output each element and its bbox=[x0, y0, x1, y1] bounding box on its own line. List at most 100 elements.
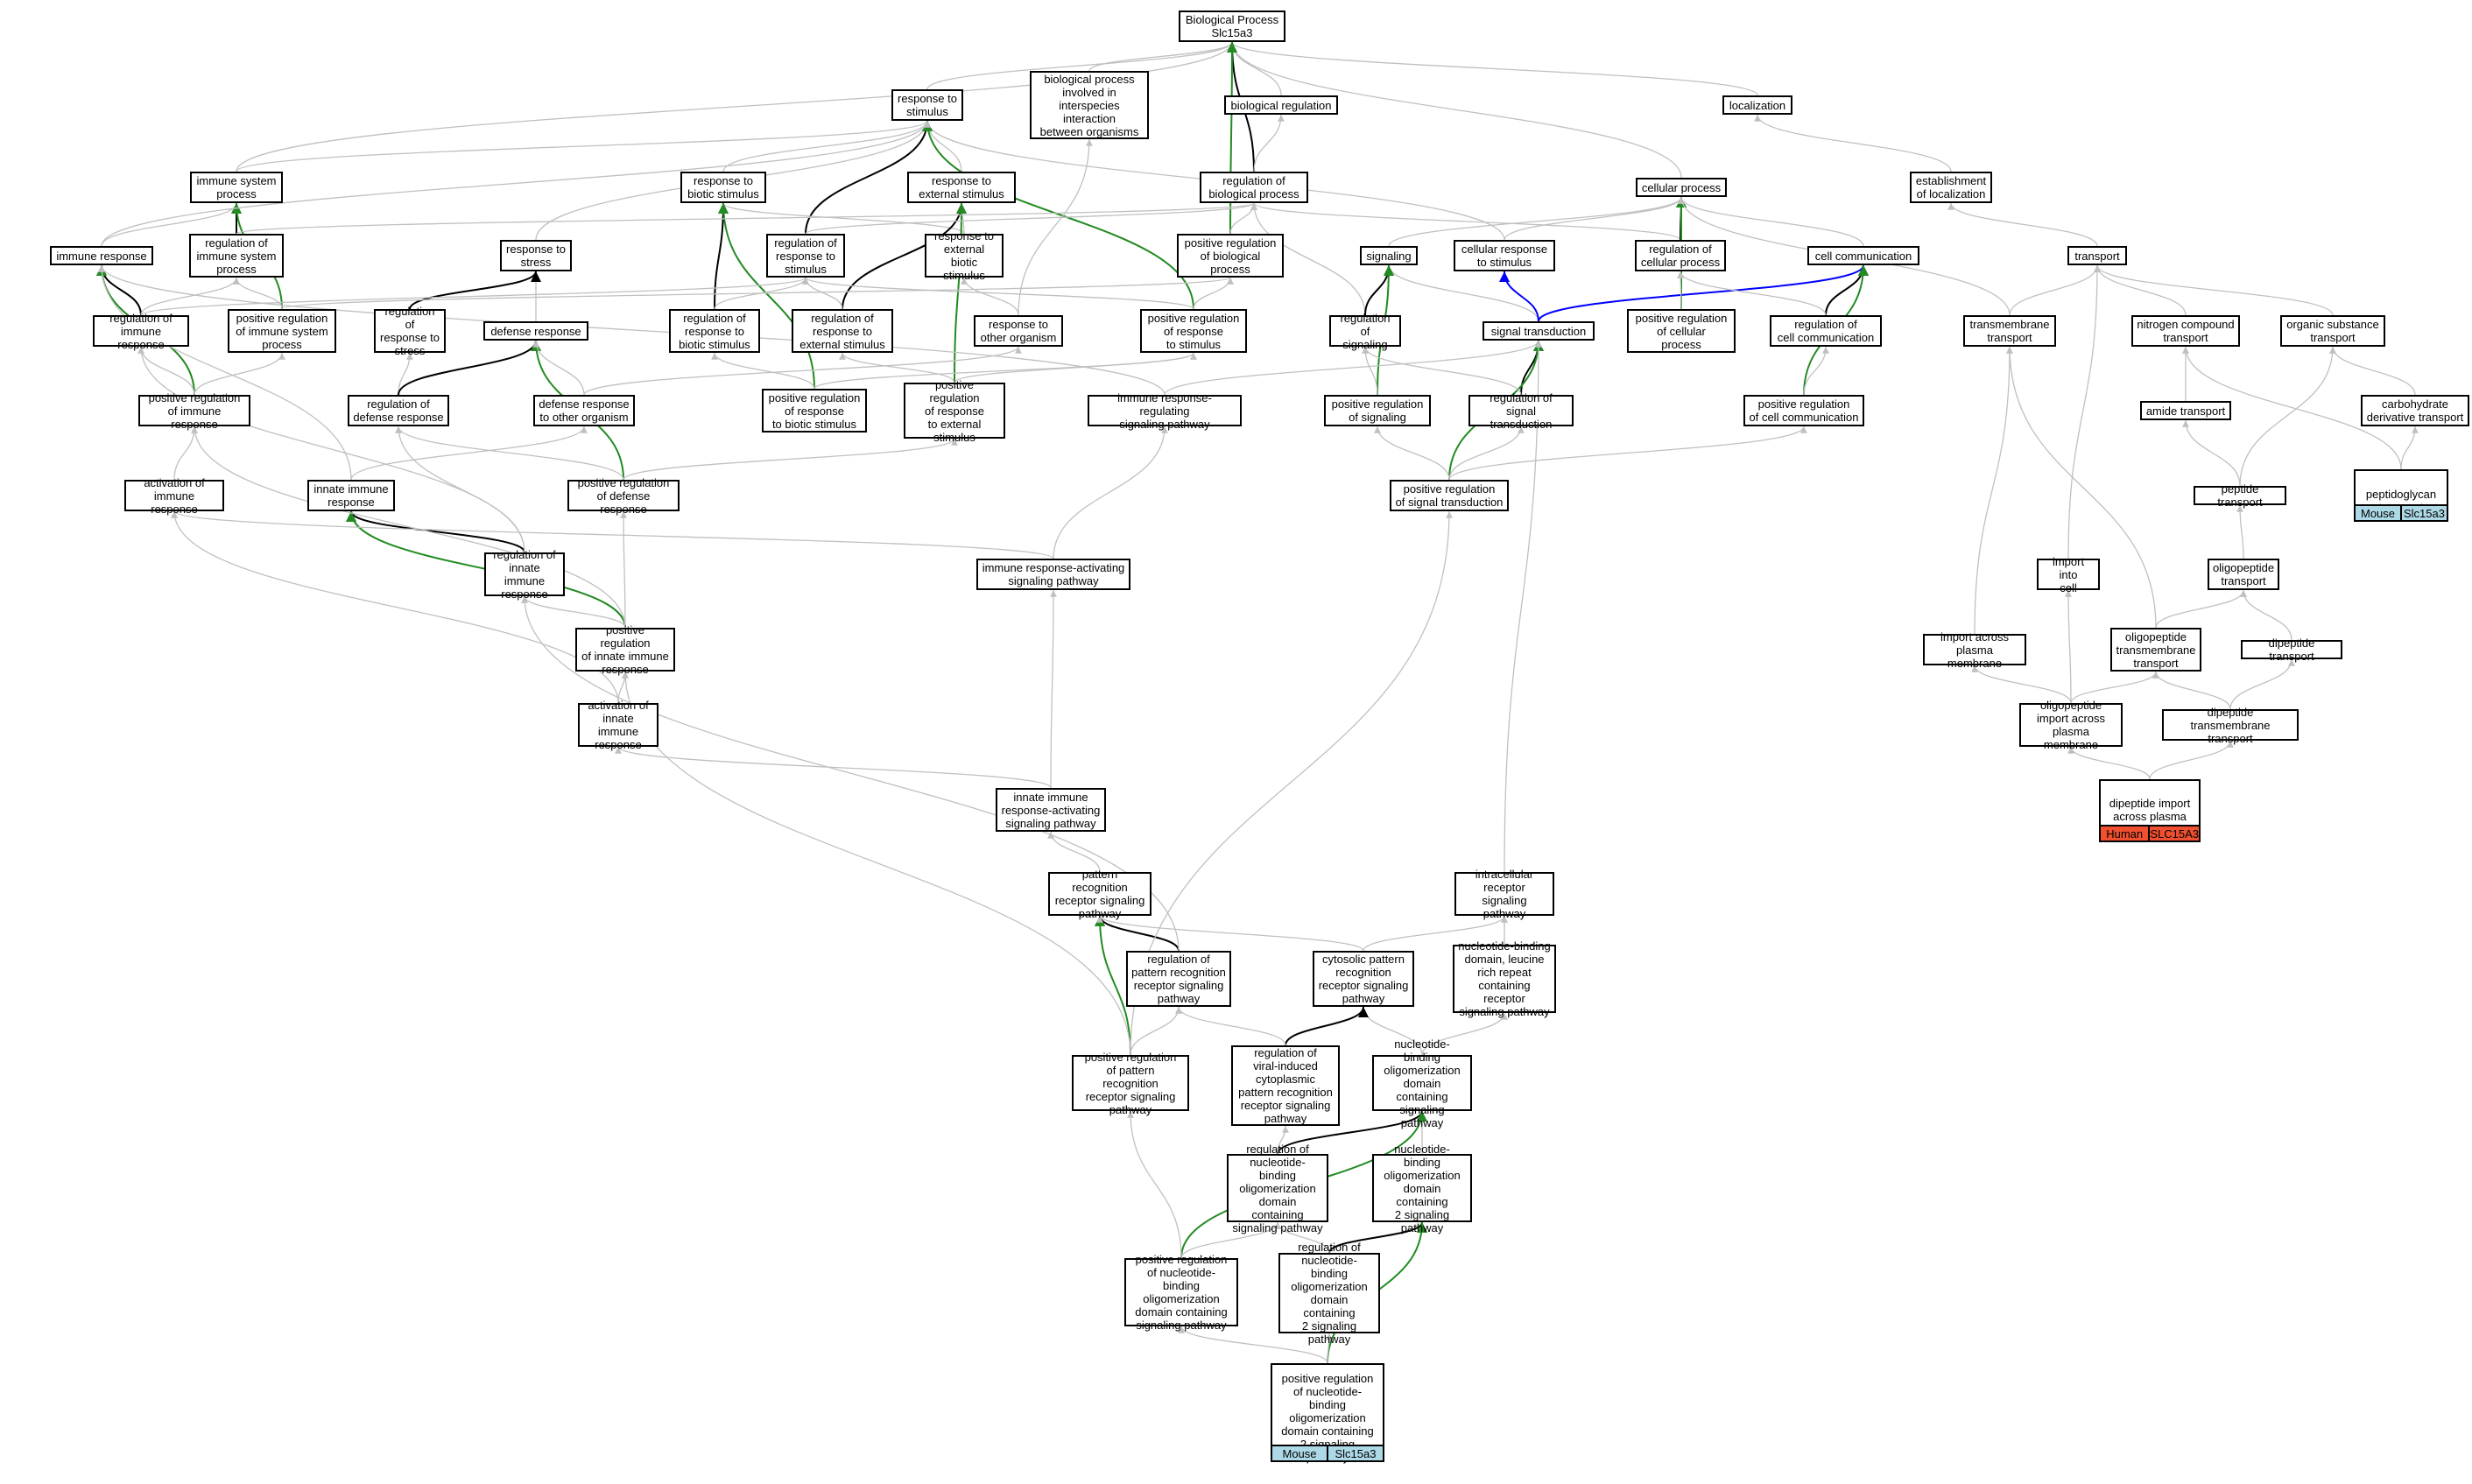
node-immune-response-regulating-signaling-pathway[interactable]: immune response-regulating signaling pat… bbox=[1088, 391, 1242, 431]
edge-is-a bbox=[1175, 1006, 1286, 1046]
node-positive-regulation-of-pattern-recognition-receptor-signaling-pathway[interactable]: positive regulation of pattern recogniti… bbox=[1072, 1051, 1189, 1116]
node-cellular-response-to-stimulus[interactable]: cellular response to stimulus bbox=[1454, 240, 1555, 271]
node-regulation-of-pattern-recognition-receptor-signaling-pathway[interactable]: regulation of pattern recognition recept… bbox=[1126, 951, 1231, 1007]
gene-tag: Slc15a3 bbox=[1327, 1446, 1383, 1460]
node-dipeptide-import-across-plasma-membrane[interactable]: dipeptide import across plasma membrane … bbox=[2099, 779, 2201, 842]
edge-is-a bbox=[1971, 665, 2072, 704]
node-positive-regulation-of-immune-system-process[interactable]: positive regulation of immune system pro… bbox=[228, 309, 336, 353]
node-positive-regulation-of-response-to-stimulus[interactable]: positive regulation of response to stimu… bbox=[1140, 309, 1247, 353]
node-carbohydrate-derivative-transport[interactable]: carbohydrate derivative transport bbox=[2361, 395, 2469, 426]
edge-is-a bbox=[1974, 346, 2013, 635]
species-gene-bar: Human SLC15A3 bbox=[2099, 825, 2201, 842]
edge-is-a bbox=[398, 352, 413, 396]
node-regulation-of-viral-induced-cytoplasmic-pattern-recognition-signaling-pathway[interactable]: regulation of viral-induced cytoplasmic … bbox=[1231, 1045, 1340, 1126]
node-signal-transduction[interactable]: signal transduction bbox=[1482, 321, 1595, 341]
node-nucleotide-binding-domain-leucine-rich-repeat-signaling-pathway[interactable]: nucleotide-binding domain, leucine rich … bbox=[1453, 939, 1556, 1018]
node-positive-regulation-of-signal-transduction[interactable]: positive regulation of signal transducti… bbox=[1390, 480, 1509, 511]
node-positive-regulation-of-cell-communication[interactable]: positive regulation of cell communicatio… bbox=[1743, 395, 1864, 426]
node-pattern-recognition-receptor-signaling-pathway[interactable]: pattern recognition receptor signaling p… bbox=[1048, 868, 1151, 920]
node-regulation-of-signaling[interactable]: regulation of signaling bbox=[1329, 312, 1401, 351]
edge-regulates bbox=[1364, 264, 1394, 316]
node-biological-process[interactable]: Biological Process Slc15a3 bbox=[1179, 11, 1285, 42]
node-activation-of-innate-immune-response[interactable]: activation of innate immune response bbox=[578, 699, 658, 751]
node-activation-of-immune-response[interactable]: activation of immune response bbox=[124, 476, 224, 516]
node-oligopeptide-transport[interactable]: oligopeptide transport bbox=[2208, 559, 2279, 590]
node-regulation-of-cell-communication[interactable]: regulation of cell communication bbox=[1770, 315, 1882, 347]
node-biological-process-interspecies[interactable]: biological process involved in interspec… bbox=[1030, 71, 1149, 139]
node-dipeptide-transport[interactable]: dipeptide transport bbox=[2241, 637, 2342, 663]
edge-is-a bbox=[1088, 41, 1236, 72]
node-immune-response-activating-signaling-pathway[interactable]: immune response-activating signaling pat… bbox=[976, 559, 1130, 590]
node-regulation-of-immune-system-process[interactable]: regulation of immune system process bbox=[189, 234, 284, 278]
edge-is-a bbox=[521, 595, 626, 629]
node-response-to-stimulus[interactable]: response to stimulus bbox=[891, 89, 963, 121]
node-cellular-process[interactable]: cellular process bbox=[1636, 178, 1727, 197]
node-positive-regulation-of-innate-immune-response[interactable]: positive regulation of innate immune res… bbox=[575, 623, 675, 676]
node-transport[interactable]: transport bbox=[2067, 246, 2127, 265]
node-positive-regulation-of-response-to-external-stimulus[interactable]: positive regulation of response to exter… bbox=[904, 378, 1005, 444]
node-import-into-cell[interactable]: import into cell bbox=[2037, 555, 2100, 594]
edge-is-a bbox=[1504, 196, 1685, 241]
node-regulation-of-biological-process[interactable]: regulation of biological process bbox=[1200, 172, 1308, 203]
node-dipeptide-transmembrane-transport[interactable]: dipeptide transmembrane transport bbox=[2162, 706, 2299, 745]
node-regulation-of-response-to-external-stimulus[interactable]: regulation of response to external stimu… bbox=[792, 309, 893, 353]
node-positive-regulation-of-defense-response[interactable]: positive regulation of defense response bbox=[567, 476, 680, 516]
edge-is-a bbox=[1050, 589, 1057, 789]
node-response-to-other-organism[interactable]: response to other organism bbox=[974, 315, 1063, 347]
node-defense-response[interactable]: defense response bbox=[483, 321, 588, 341]
edge-is-a bbox=[140, 277, 809, 316]
node-positive-regulation-of-signaling[interactable]: positive regulation of signaling bbox=[1324, 395, 1431, 426]
node-establishment-of-localization[interactable]: establishment of localization bbox=[1910, 172, 1992, 203]
node-innate-immune-response[interactable]: innate immune response bbox=[307, 480, 395, 511]
species-gene-bar: Mouse Slc15a3 bbox=[2354, 504, 2448, 522]
node-innate-immune-response-activating-signaling-pathway[interactable]: innate immune response-activating signal… bbox=[996, 788, 1106, 832]
node-intracellular-receptor-signaling-pathway[interactable]: intracellular receptor signaling pathway bbox=[1454, 868, 1554, 920]
node-immune-response[interactable]: immune response bbox=[50, 246, 153, 265]
node-positive-regulation-of-nod-signaling-pathway[interactable]: positive regulation of nucleotide-bindin… bbox=[1124, 1253, 1238, 1332]
node-regulation-of-response-to-biotic-stimulus[interactable]: regulation of response to biotic stimulu… bbox=[669, 309, 760, 353]
node-cytosolic-pattern-recognition-receptor-signaling-pathway[interactable]: cytosolic pattern recognition receptor s… bbox=[1313, 951, 1414, 1007]
species-tag: Mouse bbox=[1272, 1446, 1327, 1460]
node-regulation-of-cellular-process[interactable]: regulation of cellular process bbox=[1635, 240, 1726, 271]
node-regulation-of-innate-immune-response[interactable]: regulation of innate immune response bbox=[484, 548, 565, 601]
node-oligopeptide-import-across-plasma-membrane[interactable]: oligopeptide import across plasma membra… bbox=[2019, 699, 2123, 751]
node-transmembrane-transport[interactable]: transmembrane transport bbox=[1963, 315, 2056, 347]
node-cell-communication[interactable]: cell communication bbox=[1807, 246, 1919, 265]
node-regulation-of-response-to-stress[interactable]: regulation of response to stress bbox=[374, 305, 446, 357]
node-defense-response-to-other-organism[interactable]: defense response to other organism bbox=[533, 395, 635, 426]
edge-regulates bbox=[398, 340, 541, 396]
node-regulation-of-response-to-stimulus[interactable]: regulation of response to stimulus bbox=[766, 234, 845, 278]
node-localization[interactable]: localization bbox=[1722, 95, 1792, 115]
node-signaling[interactable]: signaling bbox=[1360, 246, 1418, 265]
node-regulation-of-nod-signaling-pathway[interactable]: regulation of nucleotide-binding oligome… bbox=[1227, 1143, 1328, 1234]
edge-part-of bbox=[1538, 264, 1869, 322]
node-positive-regulation-of-biological-process[interactable]: positive regulation of biological proces… bbox=[1177, 234, 1284, 278]
node-response-to-stress[interactable]: response to stress bbox=[500, 240, 572, 271]
node-regulation-of-nod2-signaling-pathway[interactable]: regulation of nucleotide-binding oligome… bbox=[1278, 1241, 1380, 1346]
node-response-to-external-biotic-stimulus[interactable]: response to external biotic stimulus bbox=[925, 229, 1004, 282]
node-organic-substance-transport[interactable]: organic substance transport bbox=[2280, 315, 2385, 347]
node-positive-regulation-of-immune-response[interactable]: positive regulation of immune response bbox=[138, 391, 250, 431]
edge-positively-regulates bbox=[1226, 41, 1237, 235]
node-nod2-signaling-pathway[interactable]: nucleotide-binding oligomerization domai… bbox=[1372, 1143, 1472, 1234]
node-regulation-of-signal-transduction[interactable]: regulation of signal transduction bbox=[1468, 391, 1574, 431]
node-oligopeptide-transmembrane-transport[interactable]: oligopeptide transmembrane transport bbox=[2110, 628, 2201, 672]
node-biological-regulation[interactable]: biological regulation bbox=[1224, 95, 1338, 115]
node-positive-regulation-of-nod2-signaling-pathway[interactable]: positive regulation of nucleotide-bindin… bbox=[1271, 1363, 1384, 1464]
edge-is-a bbox=[720, 202, 965, 235]
node-regulation-of-immune-response[interactable]: regulation of immune response bbox=[93, 312, 189, 351]
edge-is-a bbox=[395, 426, 525, 553]
node-peptidoglycan-transport[interactable]: peptidoglycan transport Mouse Slc15a3 bbox=[2354, 469, 2448, 522]
node-peptide-transport[interactable]: peptide transport bbox=[2194, 482, 2286, 509]
edge-regulates bbox=[1277, 1110, 1427, 1155]
node-amide-transport[interactable]: amide transport bbox=[2140, 401, 2231, 420]
node-regulation-of-defense-response[interactable]: regulation of defense response bbox=[348, 395, 449, 426]
node-positive-regulation-of-response-to-biotic-stimulus[interactable]: positive regulation of response to bioti… bbox=[762, 389, 867, 433]
node-positive-regulation-of-cellular-process[interactable]: positive regulation of cellular process bbox=[1627, 309, 1736, 353]
node-import-across-plasma-membrane[interactable]: import across plasma membrane bbox=[1923, 630, 2026, 670]
node-nitrogen-compound-transport[interactable]: nitrogen compound transport bbox=[2131, 315, 2240, 347]
node-nucleotide-binding-oligomerization-domain-containing-signaling-pathway[interactable]: nucleotide-binding oligomerization domai… bbox=[1372, 1037, 1472, 1129]
node-immune-system-process[interactable]: immune system process bbox=[190, 172, 283, 203]
node-response-to-external-stimulus[interactable]: response to external stimulus bbox=[907, 172, 1016, 203]
node-response-to-biotic-stimulus[interactable]: response to biotic stimulus bbox=[680, 172, 766, 203]
